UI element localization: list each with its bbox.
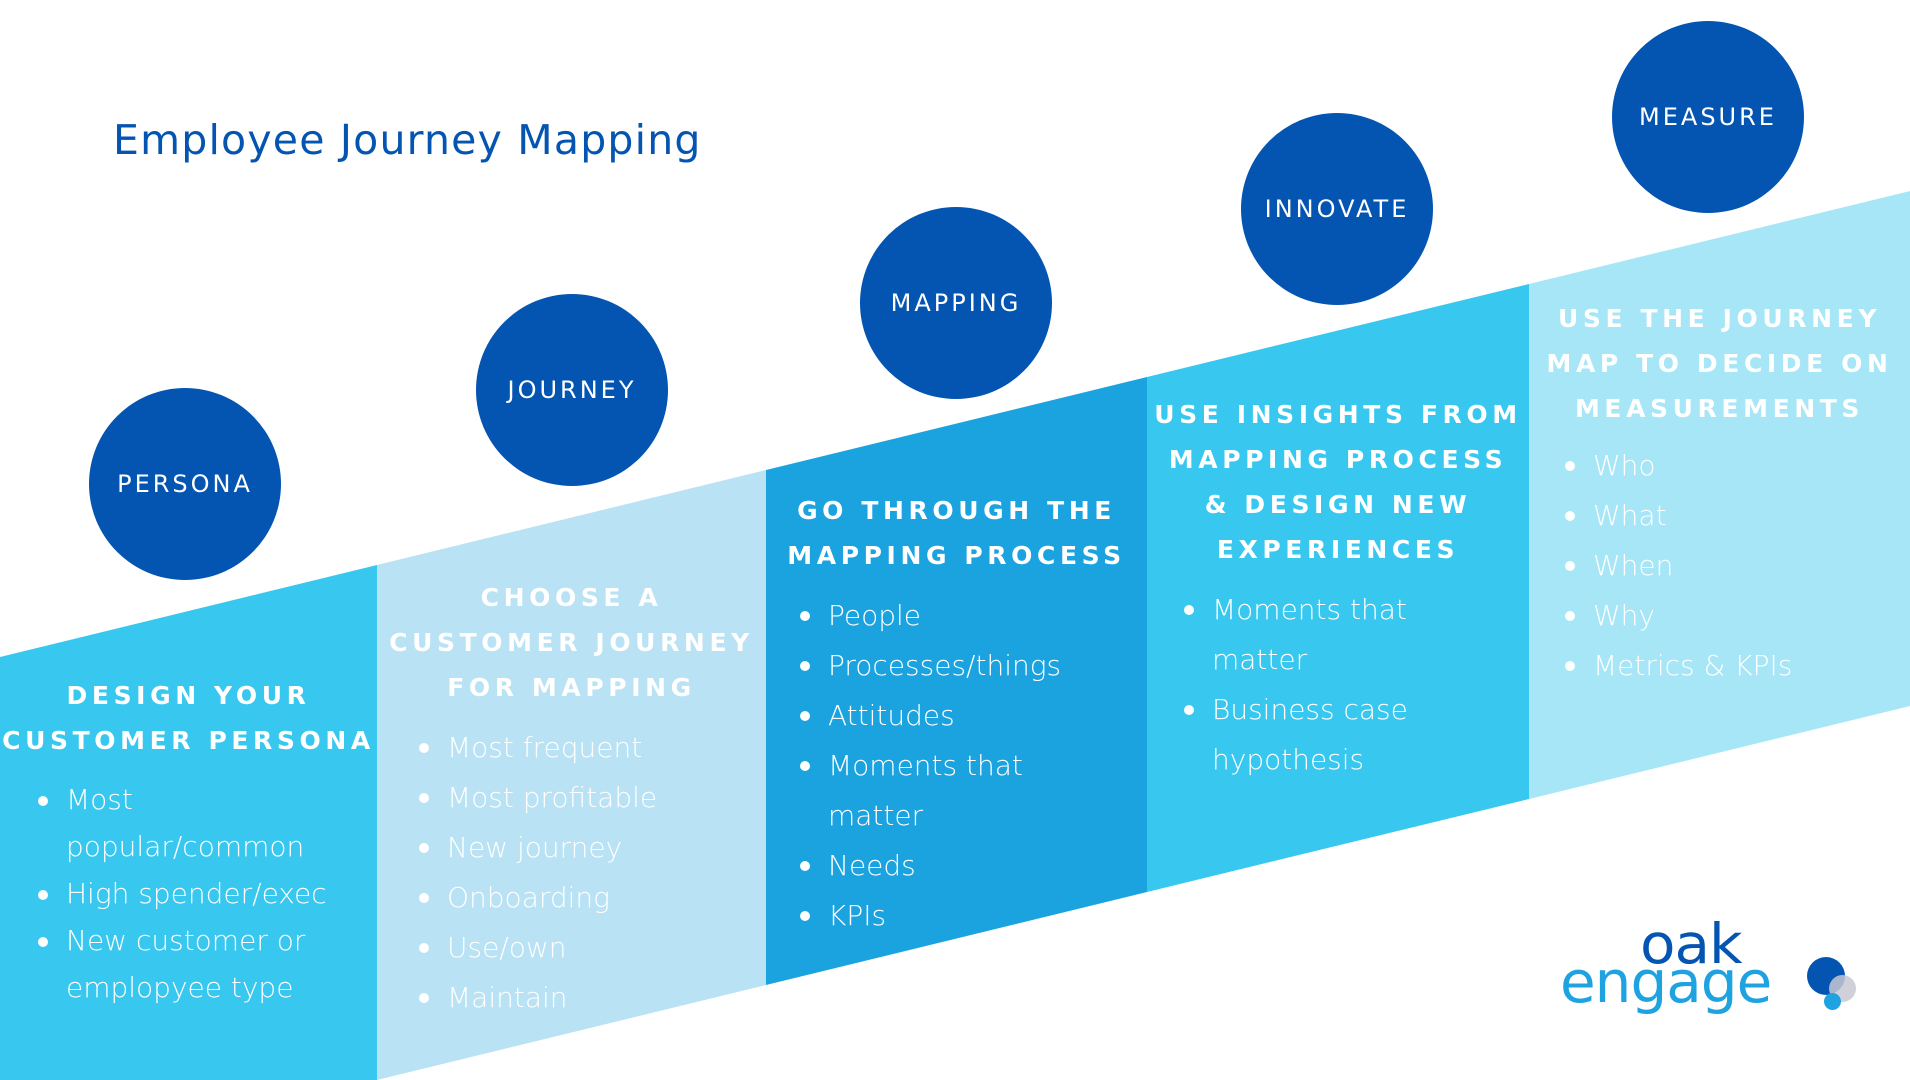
stage-label: JOURNEY xyxy=(507,376,637,404)
logo-dot-small-icon xyxy=(1824,993,1841,1010)
heading-line: MAP TO DECIDE ON xyxy=(1546,349,1893,378)
bullet-icon xyxy=(800,861,810,871)
heading-line: CHOOSE A xyxy=(480,583,663,612)
heading-line: CUSTOMER JOURNEY xyxy=(389,628,754,657)
bullet-icon xyxy=(419,793,429,803)
list-item: What xyxy=(1565,491,1893,541)
stage-circle-mapping: MAPPING xyxy=(860,207,1052,399)
list-item: High spender/exec xyxy=(38,870,366,917)
bullet-icon xyxy=(800,711,810,721)
bullet-icon xyxy=(1565,561,1575,571)
panel-3-bullets: People Processes/things Attitudes Moment… xyxy=(800,591,1128,941)
bullet-icon xyxy=(800,661,810,671)
list-item: When xyxy=(1565,541,1893,591)
page-title: Employee Journey Mapping xyxy=(113,116,702,164)
panel-2-background xyxy=(377,470,766,1080)
bullet-icon xyxy=(1565,611,1575,621)
panel-4-bullets: Moments that matter Business case hypoth… xyxy=(1184,585,1462,785)
heading-line: EXPERIENCES xyxy=(1216,535,1460,564)
logo-text-oak: oak xyxy=(1640,911,1743,977)
bullet-icon xyxy=(1184,705,1194,715)
list-item: People xyxy=(800,591,1128,641)
oak-engage-logo: oak engage xyxy=(1556,912,1876,1038)
bullet-icon xyxy=(38,937,48,947)
panel-5-bullets: Who What When Why Metrics & KPIs xyxy=(1565,441,1893,691)
heading-line: USE THE JOURNEY xyxy=(1557,304,1882,333)
bullet-icon xyxy=(419,943,429,953)
heading-line: MAPPING PROCESS xyxy=(1168,445,1508,474)
list-item: Onboarding xyxy=(419,873,757,923)
list-item: Processes/things xyxy=(800,641,1128,691)
bullet-icon xyxy=(38,890,48,900)
list-item: Moments that matter xyxy=(1184,585,1462,685)
panel-1-heading: DESIGN YOUR CUSTOMER PERSONA xyxy=(0,673,377,763)
list-item: Who xyxy=(1565,441,1893,491)
panel-1-background xyxy=(0,565,377,1080)
panel-3-heading: GO THROUGH THE MAPPING PROCESS xyxy=(766,488,1147,578)
stage-circle-measure: MEASURE xyxy=(1612,21,1804,213)
panel-4-background xyxy=(1147,284,1529,892)
panel-5-heading: USE THE JOURNEY MAP TO DECIDE ON MEASURE… xyxy=(1529,296,1910,431)
heading-line: GO THROUGH THE xyxy=(797,496,1116,525)
bullet-icon xyxy=(1565,461,1575,471)
bullet-icon xyxy=(1565,511,1575,521)
list-item: New journey xyxy=(419,823,757,873)
list-item: Use/own xyxy=(419,923,757,973)
list-item: Maintain xyxy=(419,973,757,1023)
stage-circle-innovate: INNOVATE xyxy=(1241,113,1433,305)
bullet-icon xyxy=(419,993,429,1003)
list-item: Attitudes xyxy=(800,691,1128,741)
bullet-icon xyxy=(800,761,810,771)
stage-circle-persona: PERSONA xyxy=(89,388,281,580)
bullet-icon xyxy=(419,893,429,903)
stage-label: MEASURE xyxy=(1639,103,1777,131)
heading-line: FOR MAPPING xyxy=(447,673,696,702)
heading-line: CUSTOMER PERSONA xyxy=(2,726,375,755)
panel-5-background xyxy=(1529,191,1910,799)
bullet-icon xyxy=(1565,661,1575,671)
panel-2-heading: CHOOSE A CUSTOMER JOURNEY FOR MAPPING xyxy=(377,575,766,710)
bullet-icon xyxy=(800,911,810,921)
list-item: Why xyxy=(1565,591,1893,641)
heading-line: USE INSIGHTS FROM xyxy=(1154,400,1522,429)
stage-label: INNOVATE xyxy=(1264,195,1410,223)
list-item: KPIs xyxy=(800,891,1128,941)
list-item: Moments that matter xyxy=(800,741,1128,841)
list-item: Most frequent xyxy=(419,723,757,773)
heading-line: MAPPING PROCESS xyxy=(787,541,1126,570)
heading-line: MEASUREMENTS xyxy=(1574,394,1865,423)
bullet-icon xyxy=(419,843,429,853)
stage-label: MAPPING xyxy=(890,289,1022,317)
panel-2-bullets: Most frequent Most profitable New journe… xyxy=(419,723,757,1023)
bullet-icon xyxy=(800,611,810,621)
list-item: Most profitable xyxy=(419,773,757,823)
bullet-icon xyxy=(1184,605,1194,615)
panel-1-bullets: Most popular/common High spender/exec Ne… xyxy=(38,776,366,1011)
heading-line: & DESIGN NEW xyxy=(1204,490,1472,519)
list-item: New customer or emplopyee type xyxy=(38,917,366,1011)
bullet-icon xyxy=(38,796,48,806)
panel-3-background xyxy=(766,377,1147,985)
logo-text-engage: engage xyxy=(1560,948,1772,1016)
list-item: Metrics & KPIs xyxy=(1565,641,1893,691)
list-item: Most popular/common xyxy=(38,776,366,870)
heading-line: DESIGN YOUR xyxy=(66,681,311,710)
bullet-icon xyxy=(419,743,429,753)
stage-circle-journey: JOURNEY xyxy=(476,294,668,486)
list-item: Needs xyxy=(800,841,1128,891)
panel-4-heading: USE INSIGHTS FROM MAPPING PROCESS & DESI… xyxy=(1147,392,1529,572)
list-item: Business case hypothesis xyxy=(1184,685,1462,785)
stage-label: PERSONA xyxy=(117,470,253,498)
